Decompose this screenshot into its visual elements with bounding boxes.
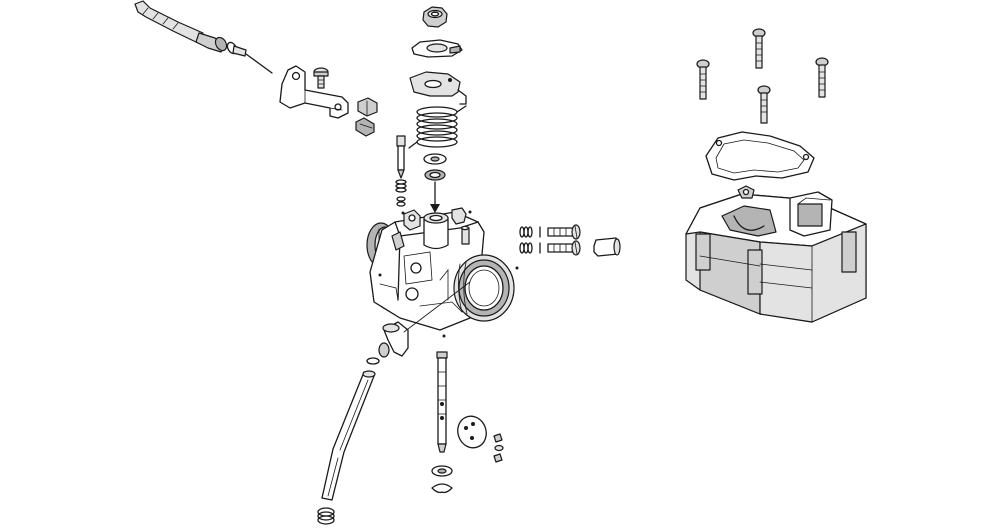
- carburetor-body: [366, 207, 515, 331]
- idle-screw-spring: [395, 179, 407, 193]
- idle-screw-washer: [396, 196, 406, 207]
- bracket-screw: [313, 67, 329, 89]
- throttle-lever-plate: [409, 71, 467, 105]
- throttle-seal: [424, 169, 446, 181]
- bracket-adjuster: [355, 117, 375, 137]
- needle-jet: [436, 351, 448, 453]
- fuel-hose: [321, 370, 376, 501]
- bracket-hex-nut: [357, 97, 378, 117]
- drain-fitting: [378, 321, 409, 358]
- float-plate: [457, 415, 487, 449]
- bowl-screws: [696, 28, 829, 124]
- top-cap-nut: [422, 6, 448, 28]
- bowl-screw-4: [757, 85, 771, 124]
- choke-plunger: [593, 237, 621, 257]
- adjusting-screw-lower: [519, 240, 581, 256]
- leader-marks: [378, 210, 519, 338]
- idle-screw: [396, 135, 406, 179]
- bowl-screw-3: [815, 57, 829, 98]
- float-bottom-washer: [431, 465, 453, 477]
- float-bowl-gasket: [705, 131, 815, 181]
- bowl-screw-1: [696, 59, 710, 100]
- pilot-jets: [493, 433, 504, 463]
- adjusting-screw-upper: [519, 224, 581, 240]
- circlip: [431, 483, 453, 494]
- throttle-cable: [134, 0, 273, 74]
- drain-o-ring: [366, 357, 380, 365]
- upper-washer-plate: [411, 39, 463, 58]
- throttle-washer: [423, 153, 447, 165]
- cable-bracket: [279, 65, 349, 119]
- adjusting-screws: [519, 224, 581, 256]
- bowl-screw-2: [752, 28, 766, 69]
- float-bowl: [685, 185, 867, 323]
- return-spring: [408, 105, 467, 149]
- hose-clamp: [317, 507, 335, 525]
- assembly-arrow: [430, 181, 440, 213]
- overflow-line: [403, 281, 471, 333]
